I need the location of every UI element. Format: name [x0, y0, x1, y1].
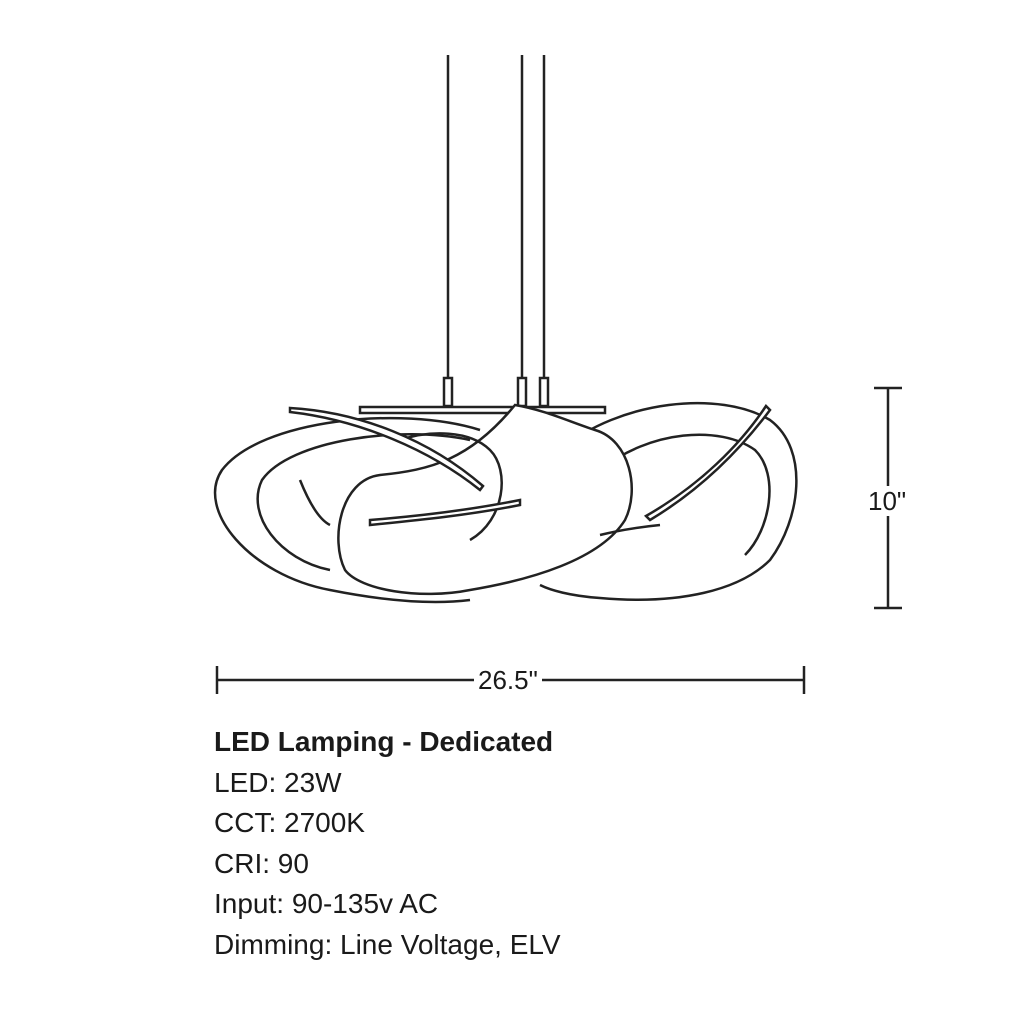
blade — [298, 479, 331, 527]
blade — [643, 404, 772, 522]
spec-title: LED Lamping - Dedicated — [214, 726, 554, 757]
blade — [599, 523, 661, 537]
spec-input: Input: 90-135v AC — [214, 888, 439, 919]
frame-bar — [358, 405, 607, 415]
cord-grip — [538, 376, 550, 408]
ribbon-left-inner — [256, 433, 471, 572]
spec-dimming: Dimming: Line Voltage, ELV — [214, 928, 561, 960]
spec-list: LED Lamping - Dedicated LED: 23W CCT: 27… — [214, 722, 561, 965]
cord-grip — [516, 376, 528, 408]
spec-cct: CCT: 2700K — [214, 807, 365, 838]
blade — [368, 498, 522, 527]
blade — [288, 406, 485, 492]
width-dimension-label: 26.5" — [474, 665, 542, 695]
ribbon-right-inner — [599, 433, 771, 556]
cord-grip — [442, 376, 454, 408]
spec-cri: CRI: 90 — [214, 847, 309, 879]
ribbon-right — [539, 401, 798, 601]
ribbon-center-inner — [399, 432, 503, 542]
ribbon-center — [337, 403, 633, 596]
height-dimension-label: 10" — [864, 486, 911, 516]
spec-led: LED: 23W — [214, 766, 342, 798]
